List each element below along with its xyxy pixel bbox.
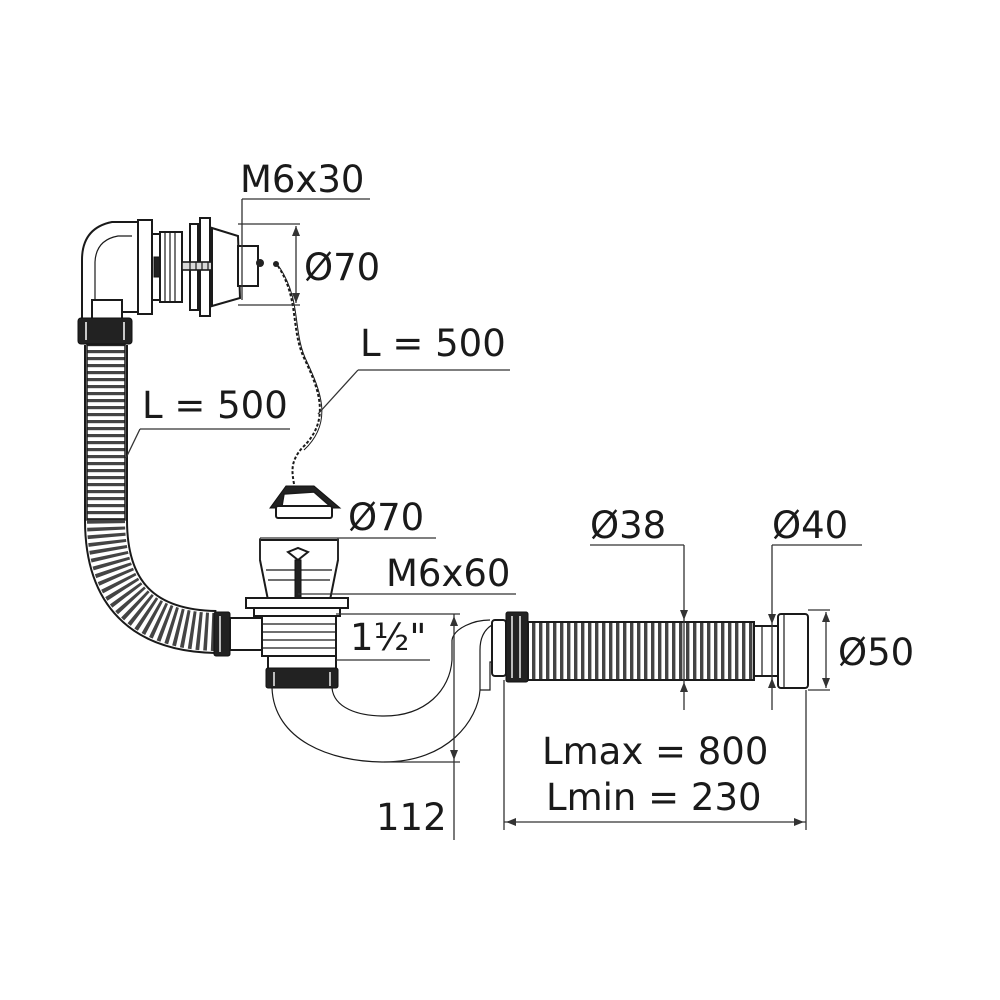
labels: M6x30 Ø70 L = 500 L = 500 Ø70 M6x60 1½" … bbox=[142, 158, 914, 839]
overflow-hose bbox=[84, 344, 217, 654]
trap-height-label: 112 bbox=[376, 796, 447, 839]
drain-plug bbox=[269, 485, 342, 519]
outlet-inner-diameter-label: Ø40 bbox=[772, 504, 848, 547]
chain-length-label: L = 500 bbox=[360, 322, 506, 365]
overflow-diameter-label: Ø70 bbox=[304, 246, 380, 289]
corrugated-diameter-label: Ø38 bbox=[590, 504, 666, 547]
length-min-label: Lmin = 230 bbox=[546, 776, 762, 819]
outlet-outer-diameter-label: Ø50 bbox=[838, 631, 914, 674]
plug-diameter-label: Ø70 bbox=[348, 496, 424, 539]
dimension-lines bbox=[125, 198, 862, 840]
plug-chain bbox=[277, 265, 323, 485]
drain-bolt-label: M6x60 bbox=[386, 552, 510, 595]
outlet-pipe bbox=[491, 611, 809, 689]
overflow-assembly bbox=[77, 217, 279, 345]
overflow-bolt-label: M6x30 bbox=[240, 158, 364, 201]
siphon-trap bbox=[271, 619, 505, 763]
hose-length-label: L = 500 bbox=[142, 384, 288, 427]
thread-size-label: 1½" bbox=[350, 616, 426, 659]
length-max-label: Lmax = 800 bbox=[542, 730, 768, 773]
drain-body bbox=[213, 539, 349, 689]
